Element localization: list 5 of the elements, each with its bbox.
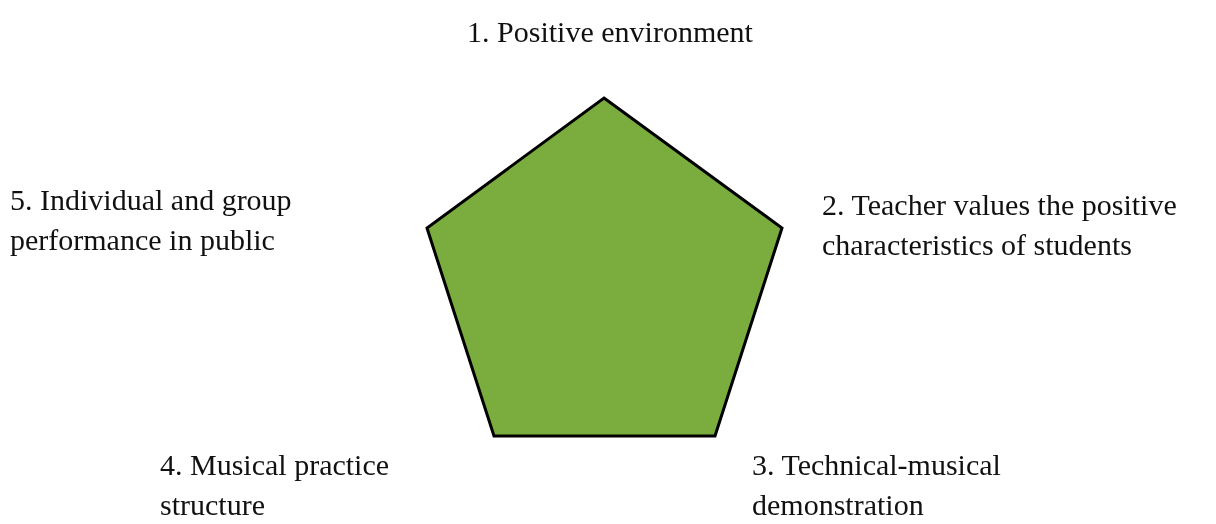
label-text: 5. Individual and group performance in public (10, 182, 293, 258)
label-text: 1. Positive environment (466, 14, 754, 50)
label-text: 4. Musical practice structure (160, 447, 391, 523)
label-text: 2. Teacher values the positive characteristics of students (822, 187, 1178, 263)
label-text: 3. Technical-musical demonstration (752, 447, 1002, 523)
